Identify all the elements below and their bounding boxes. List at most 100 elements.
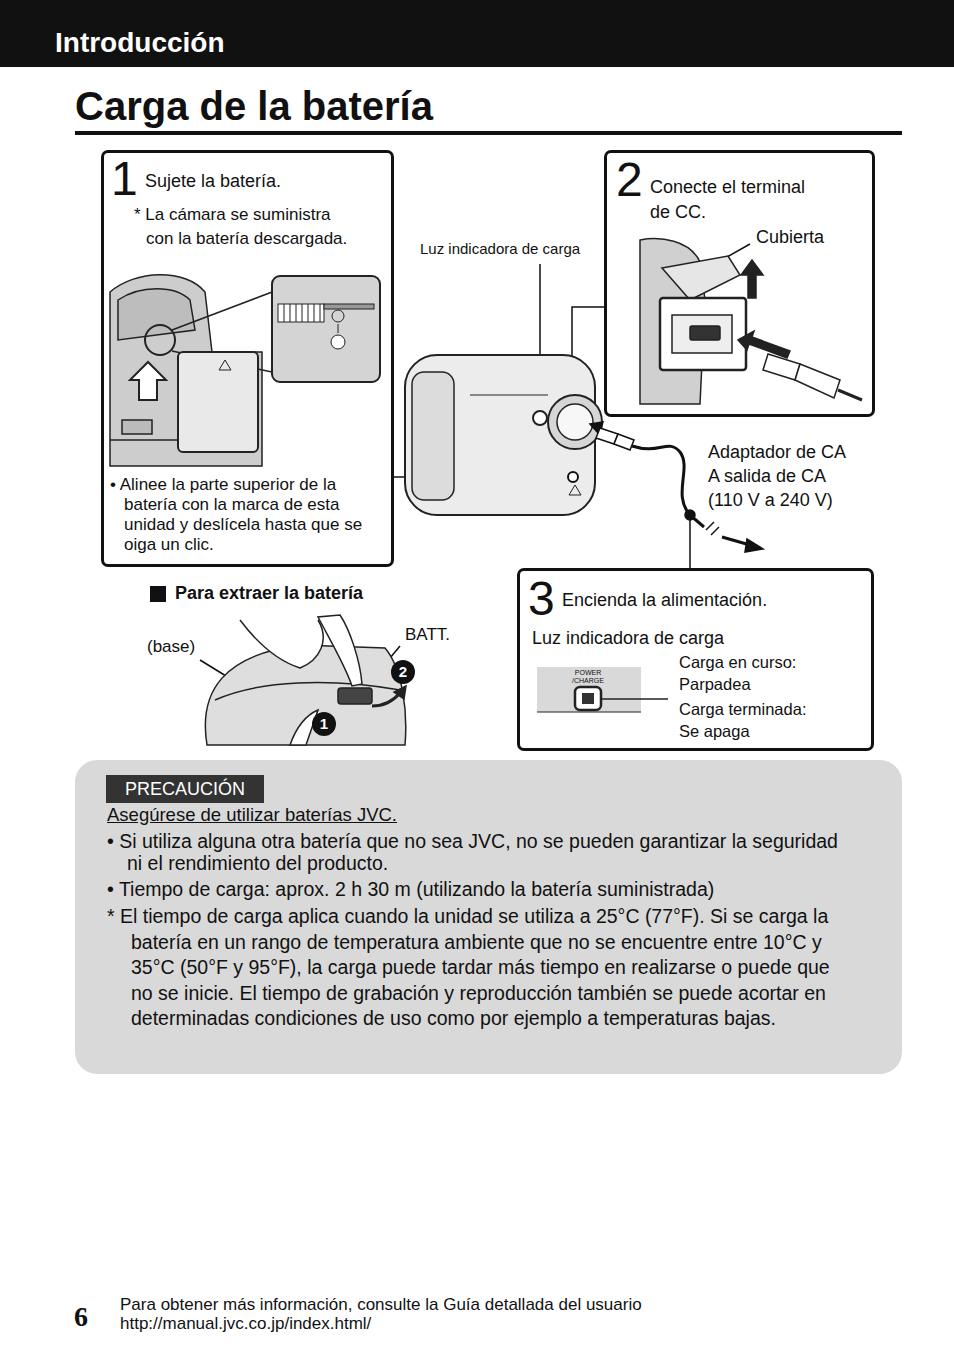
battery-insert-figure xyxy=(172,292,272,330)
dc-terminal-figure xyxy=(741,260,763,298)
dc-terminal-figure xyxy=(763,354,800,380)
label-slot: Luz indicadora de carga xyxy=(420,240,580,258)
battery-insert-figure xyxy=(130,362,166,400)
caution-tag-text: PRECAUCIÓN xyxy=(106,775,264,803)
camera-figure xyxy=(557,404,593,440)
part-label: BATT. xyxy=(405,625,450,645)
camera-figure xyxy=(533,411,547,425)
page-number: 6 xyxy=(74,1300,88,1334)
label-slot: 6 xyxy=(74,1300,88,1334)
text-slot: Conecte el terminal de CC. xyxy=(650,175,820,225)
battery-mark-inset xyxy=(338,324,339,333)
step-number: 2 xyxy=(616,156,643,204)
battery-removal-figure xyxy=(338,688,372,704)
dc-terminal-figure xyxy=(690,326,720,340)
text-slot: 3 xyxy=(528,575,555,623)
camera-figure xyxy=(548,395,602,449)
text-slot: • Tiempo de carga: aprox. 2 h 30 m (util… xyxy=(107,878,857,900)
leader-lines xyxy=(727,244,750,257)
section-heading: Para extraer la batería xyxy=(175,583,363,605)
ac-adapter-cable xyxy=(632,446,690,515)
callout-text: 1 xyxy=(312,712,336,736)
dc-terminal-figure xyxy=(795,364,840,398)
ac-adapter-cable xyxy=(685,510,695,520)
text-slot: 1 xyxy=(312,712,336,736)
text-slot: * La cámara se suministra con la batería… xyxy=(134,203,361,251)
part-label: Adaptador de CA A salida de CA (110 V a … xyxy=(708,440,858,512)
ac-adapter-cable xyxy=(689,520,691,568)
battery-mark-inset xyxy=(296,304,297,322)
part-label: Luz indicadora de carga xyxy=(420,240,580,258)
text-slot: Carga terminada: Se apaga xyxy=(679,698,829,742)
step-box: 1 Sujete la batería. * La cámara se sumini… xyxy=(101,150,394,567)
label-slot: BATT. xyxy=(405,625,450,645)
text-slot: Asegúrese de utilizar baterías JVC. xyxy=(107,804,397,826)
label-slot: Para obtener más información, consulte l… xyxy=(120,1295,642,1314)
battery-mark-inset xyxy=(332,310,344,322)
bullet-text: • Alinee la parte superior de la batería… xyxy=(110,475,390,555)
battery-insert-figure xyxy=(145,325,175,355)
battery-mark-inset xyxy=(272,276,380,382)
text-slot: PRECAUCIÓN xyxy=(106,775,264,803)
callout-number: 1 xyxy=(312,712,336,736)
battery-mark-inset xyxy=(331,335,345,349)
caution-heading: Asegúrese de utilizar baterías JVC. xyxy=(107,804,397,826)
camera-figure xyxy=(569,485,581,495)
power-charge-button xyxy=(537,667,668,712)
note-text: * La cámara se suministra con la batería… xyxy=(134,203,361,251)
ac-adapter-cable xyxy=(711,527,719,535)
battery-removal-figure xyxy=(394,686,406,699)
battery-removal-figure xyxy=(240,620,323,668)
battery-mark-inset xyxy=(314,304,315,322)
label-slot: Adaptador de CA A salida de CA (110 V a … xyxy=(708,440,858,512)
battery-insert-figure xyxy=(219,360,231,370)
label-slot: http://manual.jvc.co.jp/index.html/ xyxy=(120,1314,371,1333)
text-slot: Sujete la batería. xyxy=(145,171,281,193)
status-text: Carga terminada: Se apaga xyxy=(679,698,829,742)
battery-insert-figure xyxy=(118,289,195,340)
battery-removal-figure xyxy=(318,615,362,686)
ac-adapter-cable xyxy=(614,434,634,450)
step-text: Encienda la alimentación. xyxy=(562,590,767,612)
step-text: Sujete la batería. xyxy=(145,171,281,193)
battery-insert-figure xyxy=(110,275,262,466)
battery-insert-figure xyxy=(122,420,152,434)
text-slot: Encienda la alimentación. xyxy=(562,590,767,612)
indicator-label: Luz indicadora de carga xyxy=(532,628,724,650)
camera-figure xyxy=(405,355,595,515)
battery-mark-inset xyxy=(320,304,321,322)
label-slot: Para extraer la batería xyxy=(175,583,363,605)
battery-removal-figure xyxy=(372,693,400,706)
text-slot: Carga en curso: Parpadea xyxy=(679,651,829,695)
camera-figure xyxy=(412,372,454,500)
dc-terminal-figure xyxy=(640,239,862,404)
caution-panel: Asegúrese de utilizar baterías JVC. • Si … xyxy=(75,760,902,1074)
text-slot: * El tiempo de carga aplica cuando la un… xyxy=(107,904,852,1032)
step-number: 1 xyxy=(111,155,138,203)
button-label: POWER /CHARGE xyxy=(566,669,610,684)
ac-adapter-cable xyxy=(706,522,714,530)
leader-lines xyxy=(200,244,750,688)
camera-figure xyxy=(470,395,548,396)
part-label: (base) xyxy=(147,637,195,657)
battery-mark-inset xyxy=(278,304,324,322)
battery-insert-figure xyxy=(178,352,258,452)
bullet-text: • Tiempo de carga: aprox. 2 h 30 m (util… xyxy=(107,878,857,900)
note-text: * El tiempo de carga aplica cuando la un… xyxy=(107,904,852,1032)
label-slot: (base) xyxy=(147,637,195,657)
footer-text: http://manual.jvc.co.jp/index.html/ xyxy=(120,1314,371,1333)
power-charge-button xyxy=(537,712,641,713)
header-band: Introducción xyxy=(0,0,954,67)
label-slot: POWER /CHARGE xyxy=(566,669,610,684)
battery-removal-figure xyxy=(205,615,406,745)
leader-dot xyxy=(568,472,578,482)
bullet-text: • Si utiliza alguna otra batería que no … xyxy=(107,830,857,874)
power-charge-button xyxy=(601,698,668,700)
text-slot: 2 xyxy=(616,156,643,204)
text-slot: 2 xyxy=(391,660,415,684)
section-heading: Introducción xyxy=(55,26,225,60)
dc-terminal-figure xyxy=(738,331,790,358)
